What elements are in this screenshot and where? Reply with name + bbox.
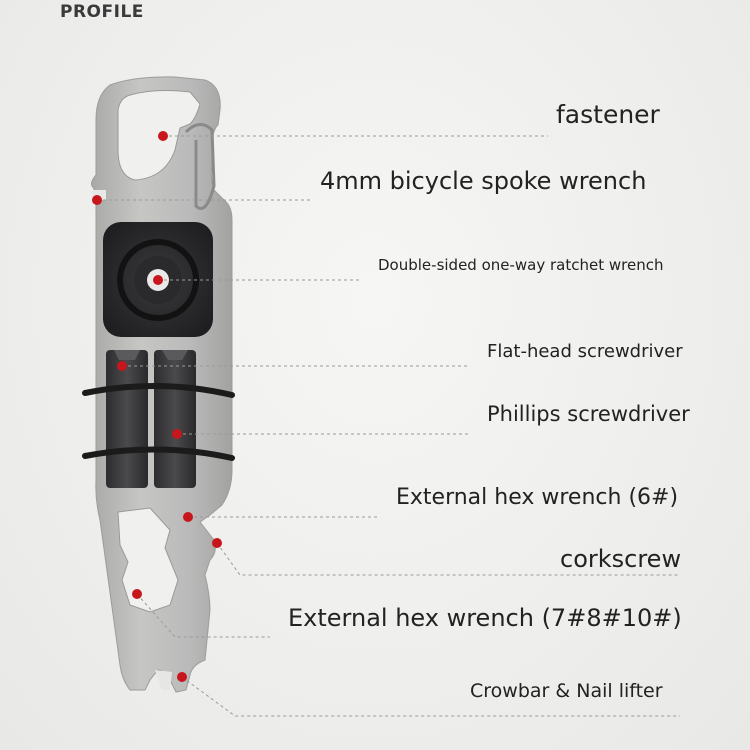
marker-phillips [172,429,182,439]
marker-hex-6 [183,512,193,522]
marker-flat-head [117,361,127,371]
label-hex-wrench-6: External hex wrench (6#) [396,485,679,510]
spoke-wrench-notch [92,190,106,200]
flat-head-bit [106,350,148,488]
label-hex-wrench-7-8-10: External hex wrench (7#8#10#) [288,604,682,632]
label-crowbar-nail-lifter: Crowbar & Nail lifter [470,680,663,702]
label-corkscrew: corkscrew [560,545,682,573]
phillips-bit [154,350,196,488]
marker-corkscrew [212,538,222,548]
phillips-tip [162,350,188,360]
label-phillips-screwdriver: Phillips screwdriver [487,402,690,426]
leader-lines [97,135,680,717]
page-title: PROFILE [60,2,144,22]
label-spoke-wrench: 4mm bicycle spoke wrench [320,167,647,195]
carabiner-wire [184,123,216,210]
marker-ratchet [153,275,163,285]
label-fastener: fastener [556,100,660,129]
marker-hex-7-8-10 [132,589,142,599]
nail-lifter-notch [155,670,172,690]
marker-crowbar [177,672,187,682]
rubber-band-upper [82,382,235,398]
markers [92,131,222,682]
marker-fastener [158,131,168,141]
rubber-band-lower [82,446,235,461]
label-flat-head-screwdriver: Flat-head screwdriver [487,341,683,362]
hex-wrench-openings [117,507,179,613]
flat-head-tip [114,350,140,360]
label-ratchet-wrench: Double-sided one-way ratchet wrench [378,256,664,274]
marker-spoke-wrench [92,195,102,205]
